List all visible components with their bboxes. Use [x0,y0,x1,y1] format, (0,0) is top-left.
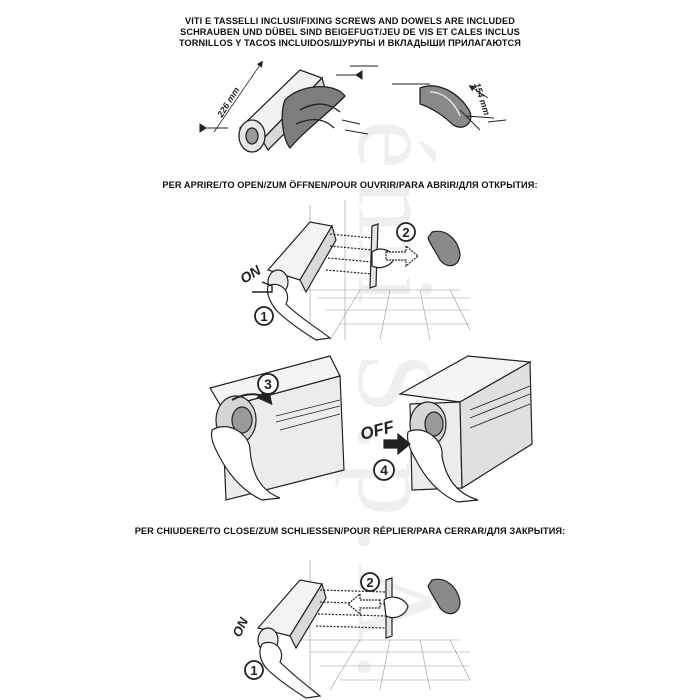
housing-unit-figure [239,70,345,152]
room-perspective-lines-close [300,560,470,690]
close-step-2-label: 2 [366,575,373,590]
on-label-close: ON [229,615,251,640]
open-step-diagram [252,200,470,340]
housing-dimension-label: 226 mm [215,85,242,120]
close-step-1-label: 1 [250,663,257,678]
lock-step-3-label: 3 [264,376,272,392]
installation-diagram [200,62,506,152]
lock-step-left-diagram [210,356,344,500]
open-step-2-label: 2 [402,225,409,240]
open-step-1-label: 1 [260,309,267,324]
lock-step-4-label: 4 [380,462,388,478]
room-perspective-lines [300,200,470,340]
hook-dimension-label: 154 mm [472,82,492,117]
lock-step-right-diagram [384,356,532,502]
on-label-open: ON [237,261,264,286]
